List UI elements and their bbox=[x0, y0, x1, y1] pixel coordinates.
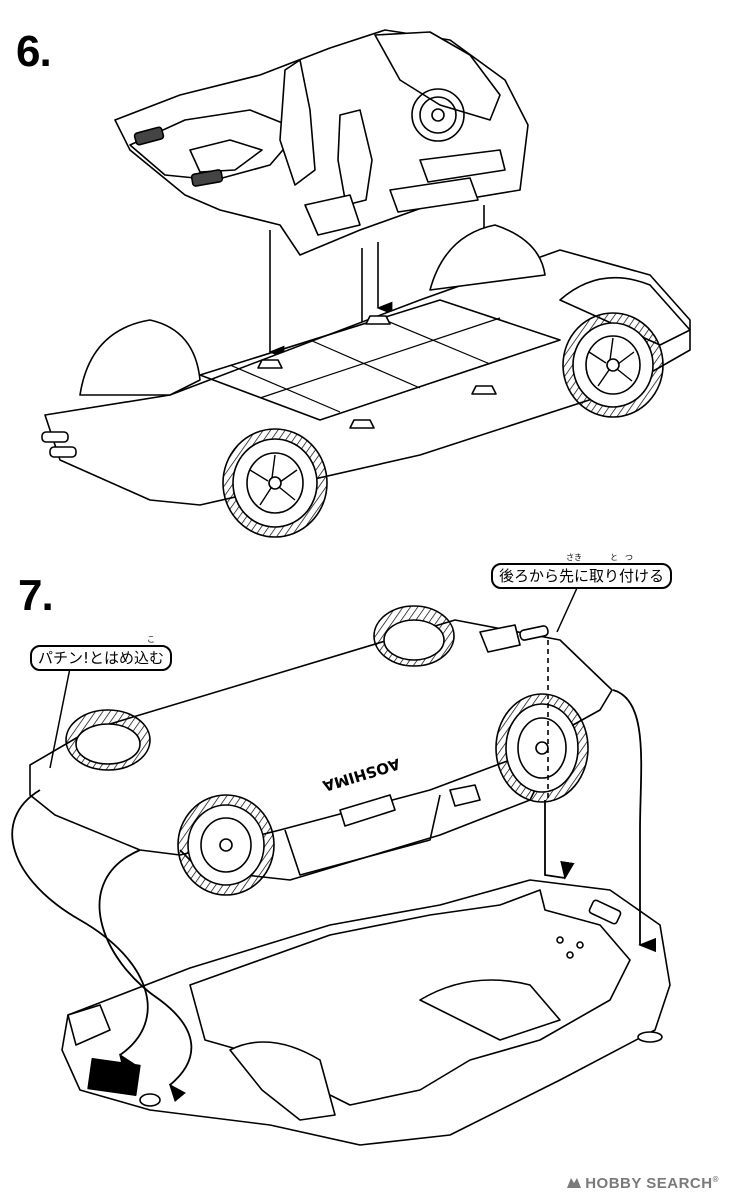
callout-rear-first: 後ろから先に取り付ける bbox=[491, 563, 673, 589]
front-wheel-step6 bbox=[222, 428, 328, 538]
step-7-arrows bbox=[11, 587, 657, 1103]
wheel-front-left-step7 bbox=[65, 709, 151, 771]
ruby-saki: さき bbox=[566, 553, 582, 562]
chassis-step6 bbox=[41, 224, 691, 506]
ruby-tsu: つ bbox=[625, 553, 633, 562]
watermark-text: HOBBY SEARCH bbox=[585, 1175, 713, 1192]
step-7-number: 7. bbox=[18, 571, 54, 620]
watermark-registered-mark: ® bbox=[712, 1175, 719, 1184]
chassis-step7 bbox=[29, 619, 613, 881]
wheel-rear-right-step7 bbox=[495, 693, 589, 803]
callout-snap-in: パチン!とはめ込む bbox=[30, 645, 173, 671]
hobby-search-logo-icon bbox=[567, 1178, 582, 1188]
body-shell bbox=[61, 879, 671, 1146]
hobby-search-watermark: HOBBY SEARCH® bbox=[566, 1175, 719, 1192]
step-6-number: 6. bbox=[16, 27, 52, 76]
ruby-ko: こ bbox=[147, 635, 155, 644]
interior-tub bbox=[114, 29, 529, 256]
wheel-front-right-step7 bbox=[177, 794, 275, 896]
ruby-to: と bbox=[610, 553, 618, 562]
rear-wheel-step6 bbox=[562, 312, 664, 418]
wheel-rear-left-step7 bbox=[373, 605, 455, 667]
